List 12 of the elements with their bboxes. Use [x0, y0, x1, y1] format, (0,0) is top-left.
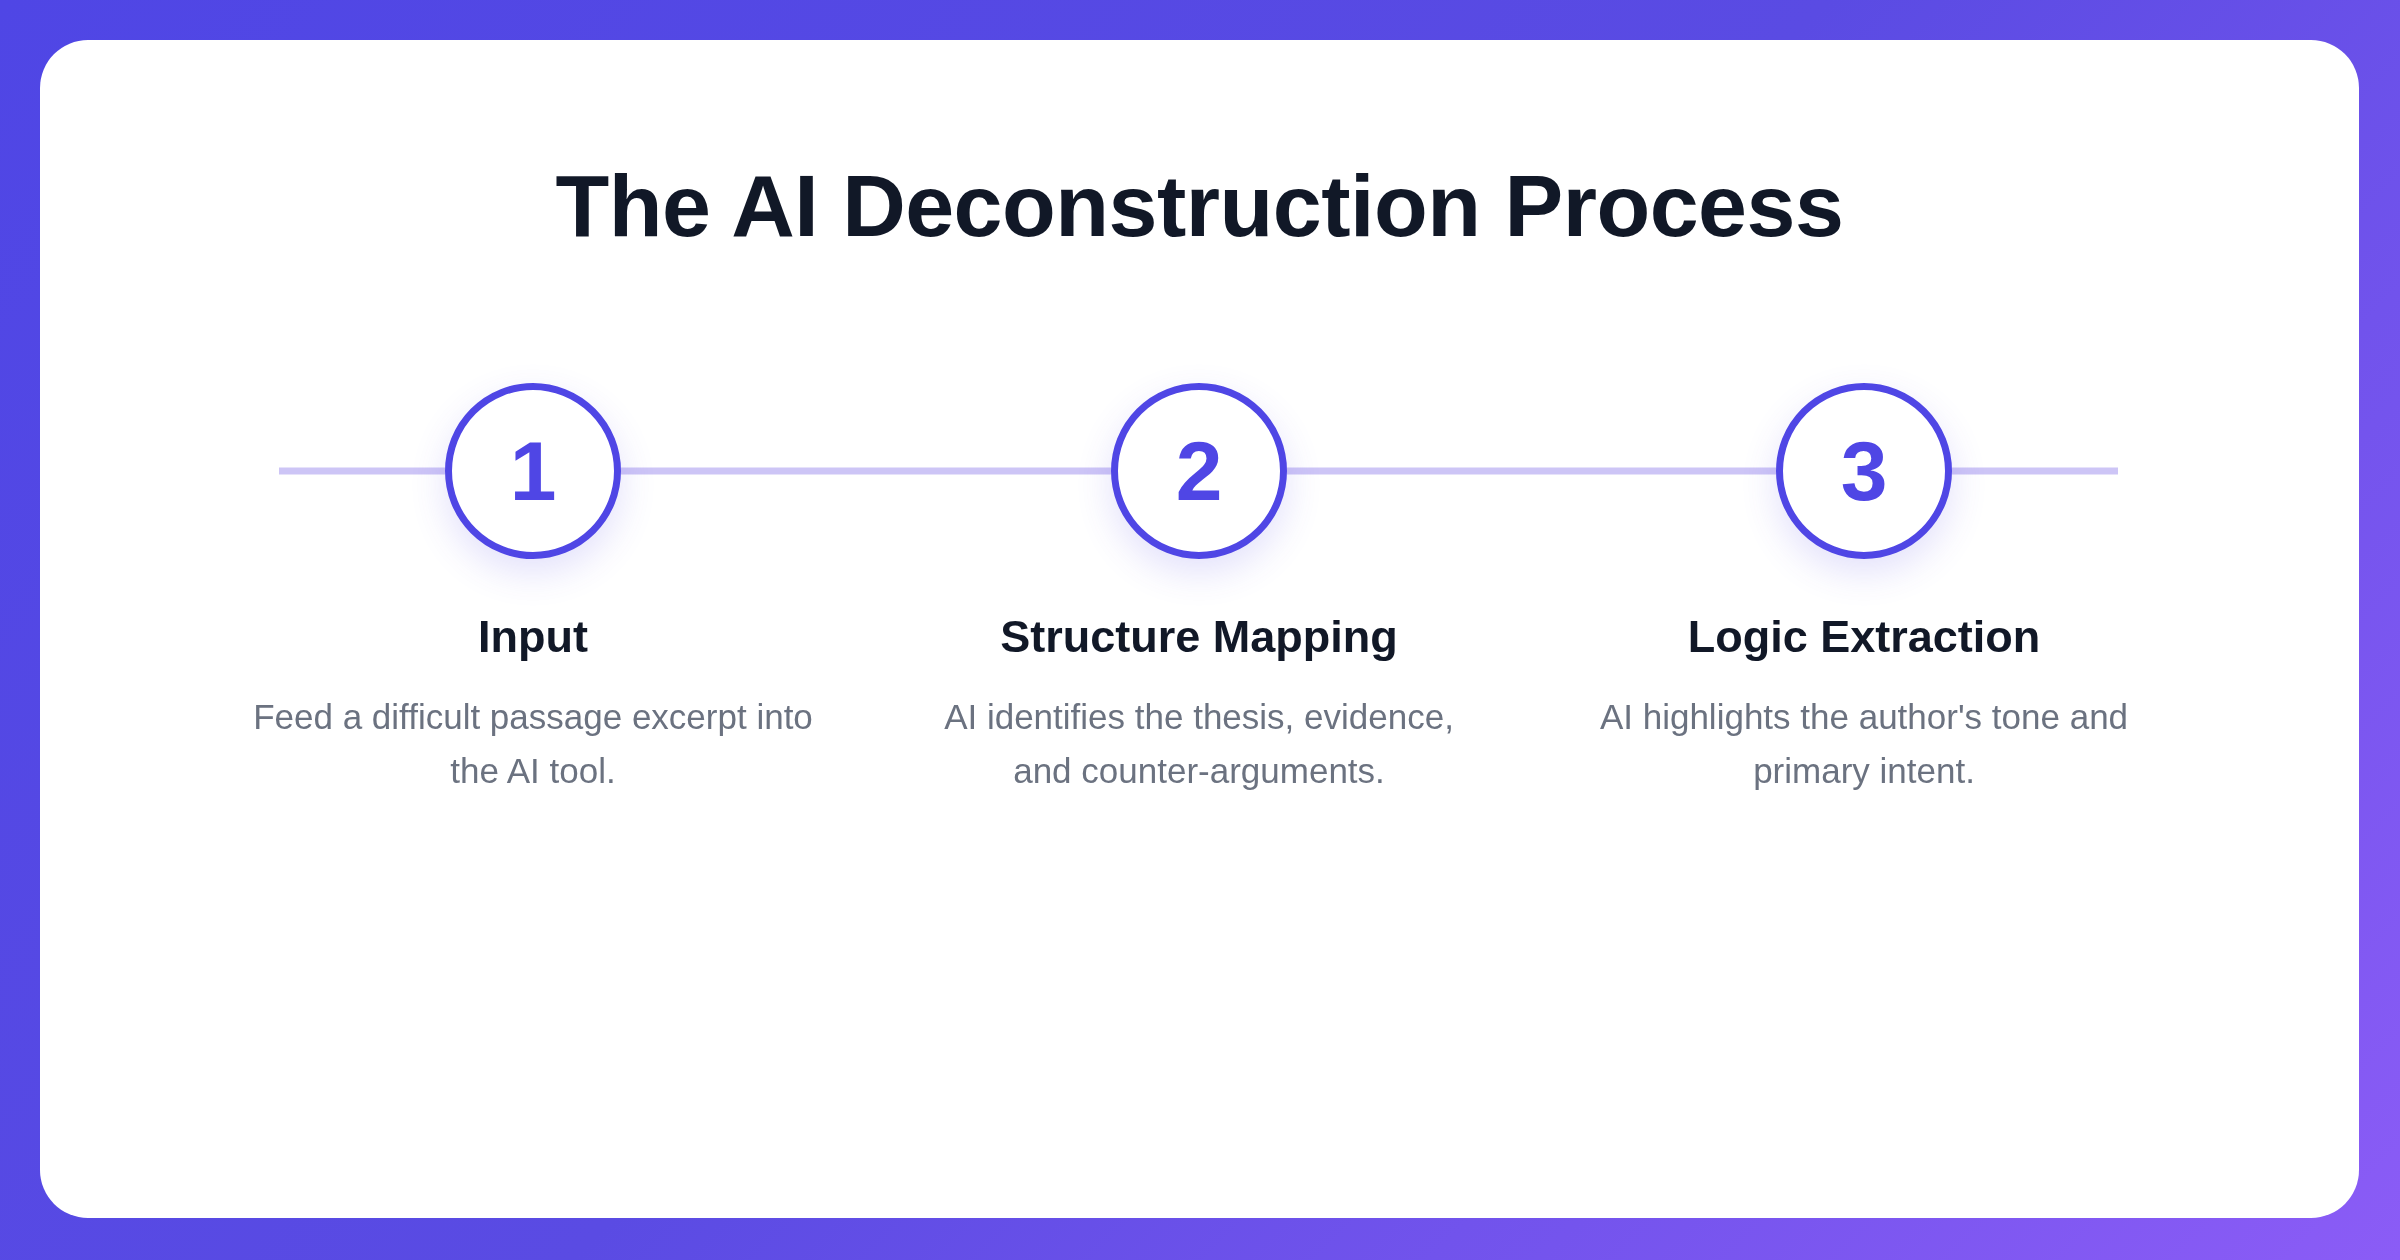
step-title: Structure Mapping — [1000, 610, 1398, 664]
step-description: AI identifies the thesis, evidence, and counter-arguments. — [943, 696, 1455, 792]
step-title: Logic Extraction — [1687, 610, 2041, 664]
step-number: 1 — [509, 429, 557, 513]
step-number: 3 — [1840, 429, 1888, 513]
step-number: 2 — [1175, 429, 1223, 513]
step-description: AI highlights the author's tone and primary intent. — [1598, 696, 2130, 792]
connector-line — [621, 467, 1111, 475]
step-description: Feed a difficult passage excerpt into the AI tool. — [252, 696, 814, 792]
connector-line — [1287, 467, 1776, 475]
step-title: Input — [478, 610, 588, 664]
title: The AI Deconstruction Process — [555, 158, 1844, 255]
